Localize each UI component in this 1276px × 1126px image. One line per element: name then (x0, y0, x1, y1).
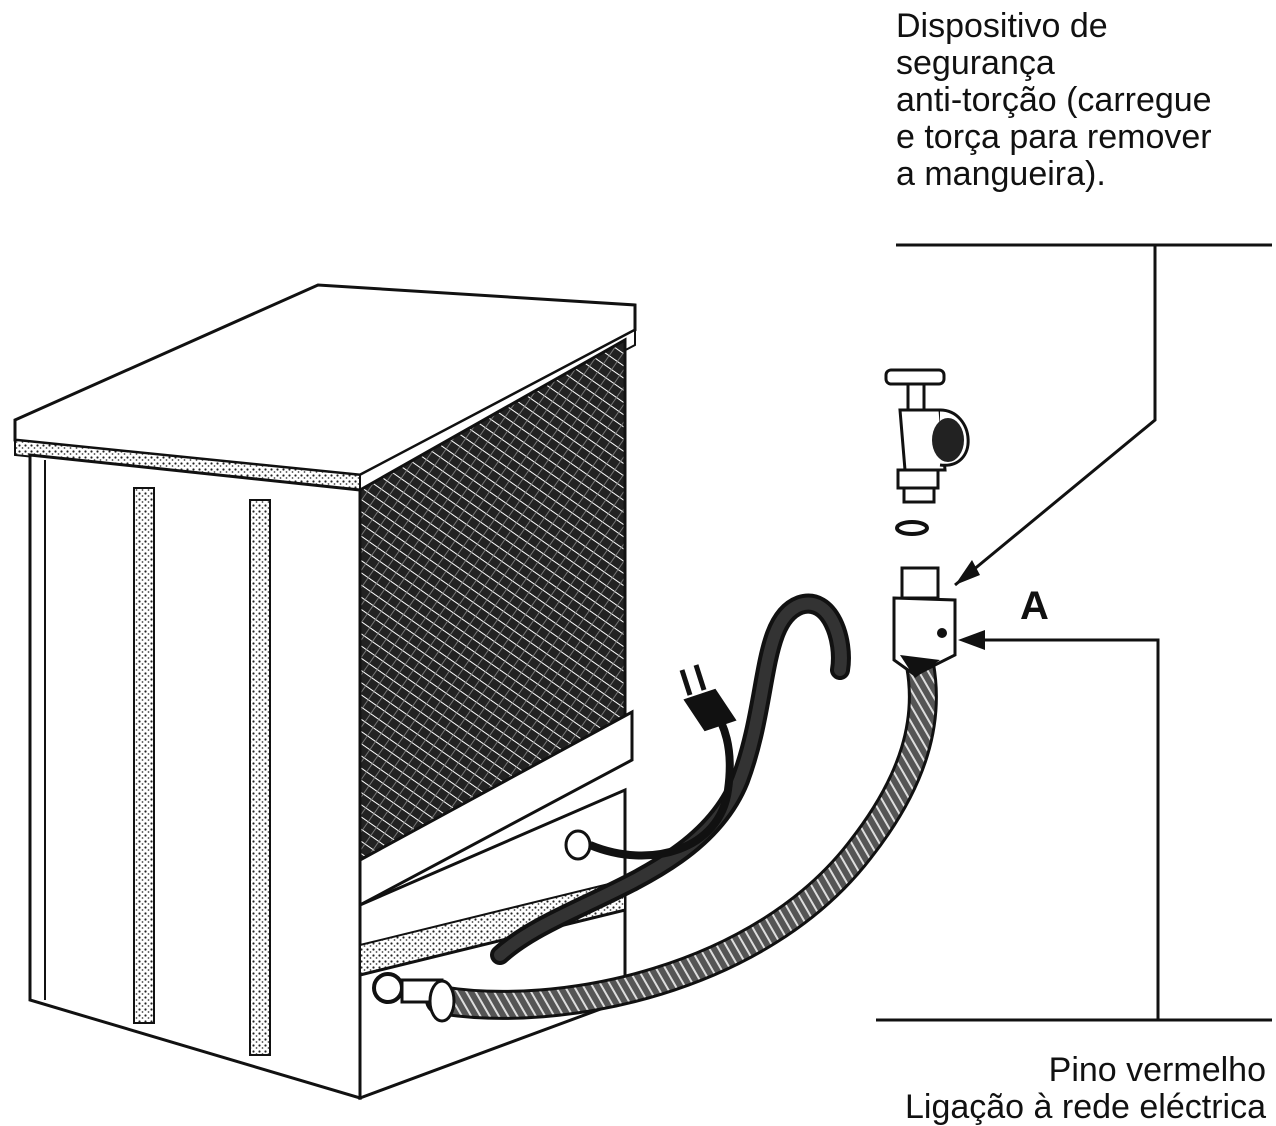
water-tap-icon (884, 368, 970, 504)
callout-line: a mangueira). (896, 155, 1106, 193)
washer-ring (895, 520, 929, 536)
dishwasher-front (28, 453, 362, 1101)
callout-line: anti-torção (carregue (896, 81, 1212, 119)
callout-line: Dispositivo de (896, 7, 1108, 45)
callout-line: segurança (896, 44, 1055, 82)
arrowhead-a (958, 630, 985, 650)
power-inlet (564, 829, 592, 861)
callout-line: e torça para remover (896, 118, 1212, 156)
water-inlet-port (372, 972, 404, 1004)
hose-connector-icon (892, 566, 957, 678)
anti-twist-device-label: Dispositivo de segurança anti-torção (ca… (896, 8, 1271, 193)
power-plug-icon (679, 664, 737, 732)
front-strip-right (249, 499, 271, 1056)
dishwasher (13, 283, 637, 1101)
point-a-label: A (1020, 584, 1049, 628)
power-connection-label: Ligação à rede eléctrica (904, 1088, 1266, 1126)
red-pin-label: Pino vermelho (1048, 1051, 1266, 1089)
hose-connector-machine (400, 978, 456, 1023)
front-strip-left (133, 487, 155, 1024)
leader-lines (876, 243, 1272, 1022)
dishwasher-installation-diagram (13, 243, 1272, 1101)
arrowhead-top (955, 560, 980, 585)
